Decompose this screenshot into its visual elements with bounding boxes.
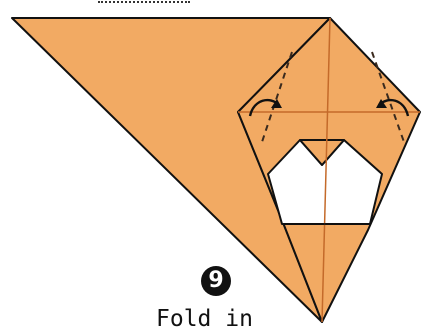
step-number-badge: 9 <box>201 266 231 296</box>
fold-instruction-label: Fold in <box>156 304 253 328</box>
